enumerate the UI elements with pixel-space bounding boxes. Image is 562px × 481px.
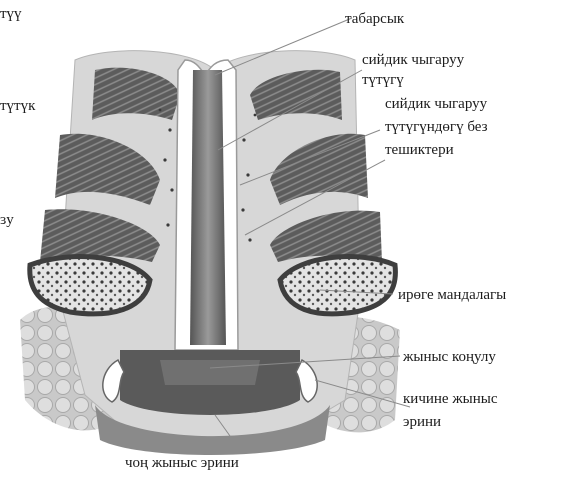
label-pubic-bone: ирөге мандалагы xyxy=(398,285,506,305)
label-urethra-line2: түтүгү xyxy=(362,70,404,90)
left-pubic-bone xyxy=(30,257,150,314)
label-left-low: ɜу xyxy=(0,210,14,230)
label-bladder: табарсык xyxy=(345,9,404,29)
label-urethra-line1: сийдик чыгаруу xyxy=(362,50,464,70)
label-glands-line3: тешиктери xyxy=(385,140,454,160)
label-glands-line2: түтүгүндөгү без xyxy=(385,117,488,137)
label-vestibule: жыныс коңулу xyxy=(403,347,496,367)
label-left-top: түү xyxy=(0,4,22,24)
label-labia-minora-line2: эрини xyxy=(403,412,441,432)
label-glands-line1: сийдик чыгаруу xyxy=(385,94,487,114)
label-labia-majora: чоң жыныс эрини xyxy=(125,453,239,473)
label-left-mid: түтүк xyxy=(0,96,35,116)
right-pubic-bone xyxy=(280,257,395,314)
label-labia-minora-line1: кичине жыныс xyxy=(403,389,498,409)
vestibule-highlight xyxy=(160,360,260,385)
urethra-lumen xyxy=(190,70,226,345)
